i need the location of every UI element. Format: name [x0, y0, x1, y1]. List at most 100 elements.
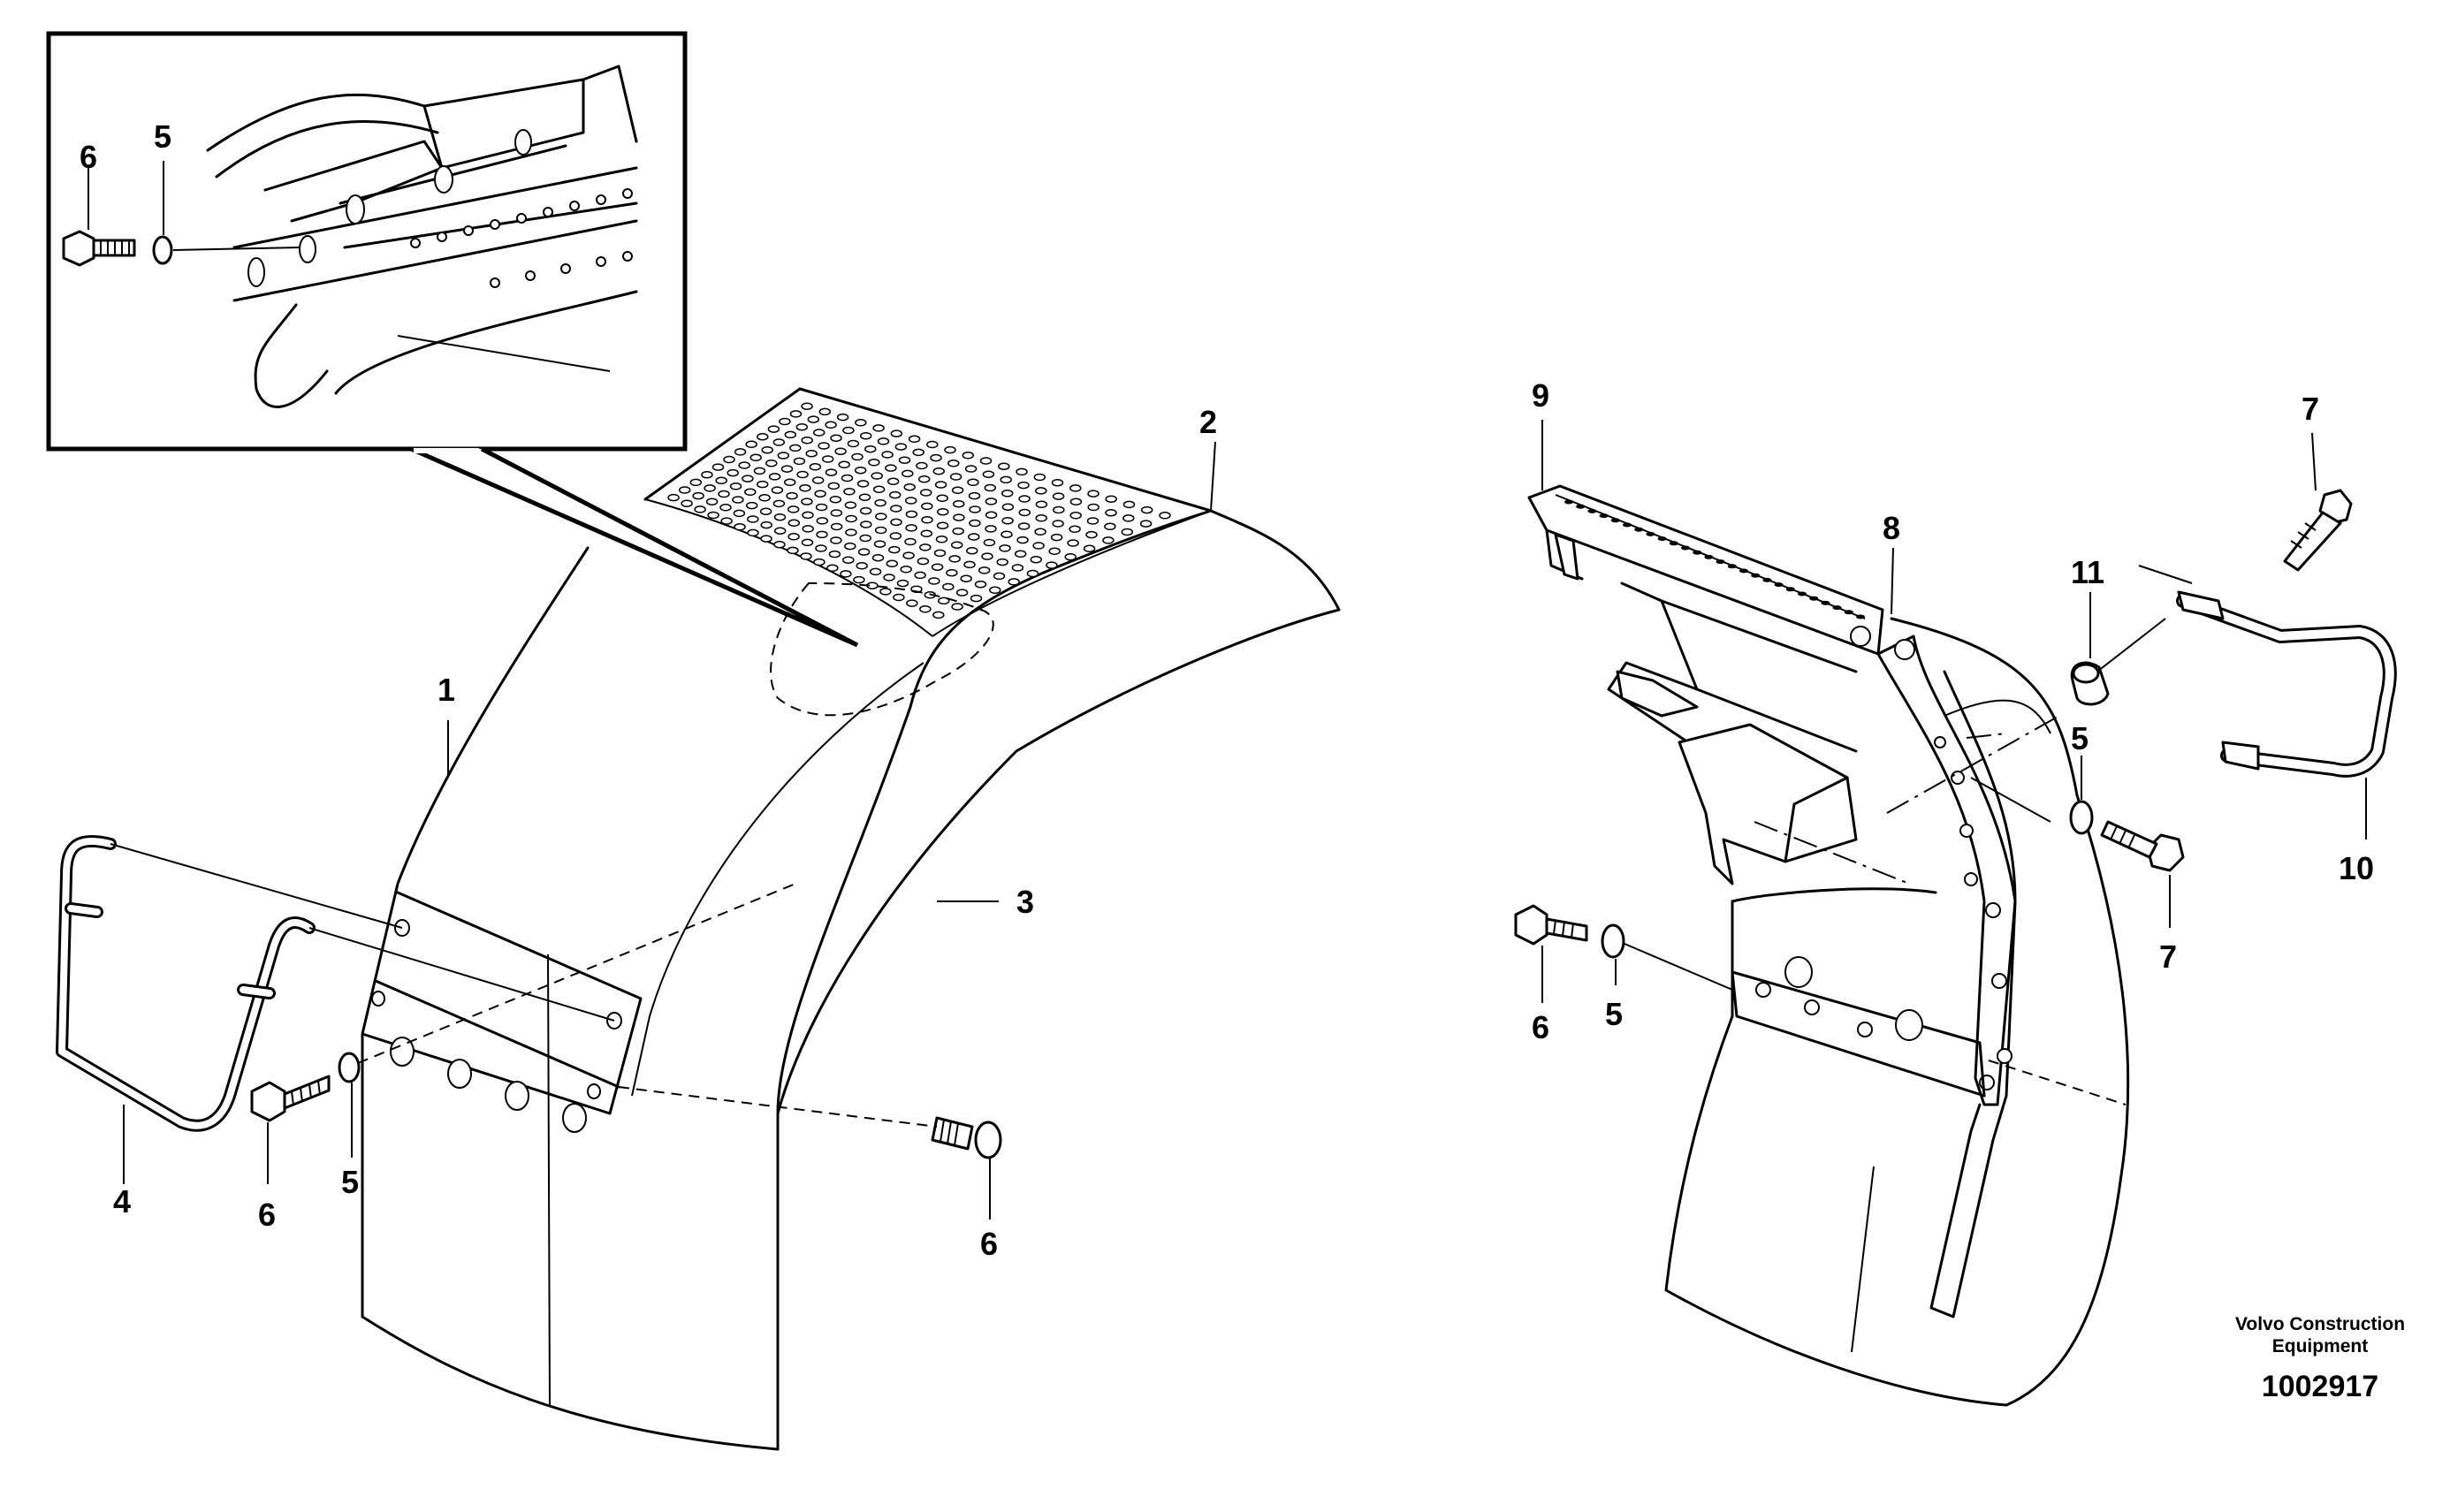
tread-dot: [930, 453, 942, 462]
tread-dot: [836, 413, 849, 422]
tread-dot: [829, 495, 842, 504]
tread-dot: [864, 444, 877, 453]
tread-dot: [811, 476, 825, 484]
tread-dot: [825, 421, 837, 429]
tread-dot: [1087, 503, 1099, 512]
tread-dot: [733, 509, 746, 518]
tread-dot: [802, 525, 814, 533]
tread-dot: [816, 517, 829, 525]
tread-dot: [834, 447, 847, 455]
tread-dot: [872, 424, 885, 432]
tread-dot: [874, 498, 886, 507]
tread-dot: [949, 473, 962, 481]
callout-2: 2: [1199, 404, 1217, 440]
tread-dot: [821, 455, 834, 463]
tread-dot: [1032, 542, 1045, 550]
tread-dot: [993, 572, 1006, 581]
tread-dot: [962, 452, 975, 460]
tread-dot: [793, 457, 806, 466]
tread-dot: [855, 419, 867, 427]
tread-dot: [1026, 569, 1039, 578]
tread-dot: [779, 417, 791, 426]
tread-dot: [816, 530, 828, 539]
step-tread-dot: [1821, 600, 1830, 605]
step-tread-dot: [1798, 591, 1807, 596]
tread-dot: [868, 459, 880, 467]
tread-dot: [905, 524, 917, 532]
tread-dot: [789, 444, 802, 452]
tread-dot: [953, 513, 965, 521]
tread-dot: [1001, 490, 1014, 498]
tread-dot: [760, 535, 772, 543]
tread-dot: [944, 445, 956, 454]
tread-dot: [942, 582, 955, 591]
tread-dot: [799, 484, 811, 492]
tread-dot: [838, 460, 850, 469]
inset-hole-row: [410, 188, 633, 288]
callout-6-left: 6: [258, 1197, 276, 1233]
tread-dot: [758, 494, 771, 502]
tread-dot: [1104, 522, 1116, 531]
tread-dot: [978, 566, 991, 574]
tread-dot: [859, 431, 872, 440]
tread-dot: [856, 480, 870, 488]
tread-dot: [979, 457, 993, 465]
tread-dot: [1139, 520, 1153, 528]
callout-9: 9: [1532, 377, 1549, 414]
detail-inset: 6 5: [46, 31, 859, 648]
tread-dot: [1105, 495, 1117, 503]
tread-dot: [874, 526, 887, 535]
left-bolt-icon: [250, 1075, 331, 1122]
callout-11: 11: [2071, 554, 2104, 590]
callout-4: 4: [113, 1183, 131, 1219]
tread-dot: [983, 538, 996, 547]
tread-dot: [826, 564, 839, 573]
tread-dot: [789, 410, 803, 418]
grab-handle-icon: [56, 834, 316, 1132]
tread-dot: [1035, 487, 1047, 495]
tread-dot: [1122, 514, 1135, 522]
tread-dot: [1053, 505, 1065, 514]
tread-dot: [858, 493, 871, 501]
tread-dot: [1087, 490, 1099, 498]
tread-dot: [1017, 522, 1031, 530]
tread-dot: [787, 546, 799, 555]
inset-bolt-icon: [62, 230, 136, 267]
tread-dot: [1000, 475, 1012, 484]
tread-dot: [801, 436, 813, 444]
tread-dot: [845, 528, 857, 536]
tread-dot: [1051, 478, 1064, 487]
tread-dot: [787, 505, 800, 513]
step-tread-dot: [1646, 531, 1655, 536]
tread-dot: [1001, 516, 1014, 525]
tread-dot: [747, 515, 759, 523]
step-tread-dot: [1856, 614, 1865, 619]
tread-dot: [955, 589, 969, 596]
tread-dot: [964, 465, 978, 473]
tread-dot: [872, 485, 886, 494]
step-tread-dot: [1669, 541, 1678, 546]
inset-callout-5: 5: [154, 118, 171, 155]
tread-dot: [985, 525, 997, 533]
tread-dot: [847, 439, 860, 448]
tread-dot: [885, 464, 897, 472]
tread-dot: [906, 599, 918, 607]
tread-dot: [813, 558, 826, 566]
tread-dot: [917, 475, 931, 483]
tread-dot: [1018, 495, 1031, 503]
step-tread-dot: [1704, 554, 1714, 559]
tread-dot: [968, 491, 981, 500]
tread-dot: [734, 448, 747, 456]
callout-5-right-b: 5: [1605, 996, 1623, 1032]
tread-dot: [1069, 512, 1082, 520]
tread-dot: [974, 580, 987, 589]
drawing-number: 1002917: [2262, 1370, 2378, 1403]
tread-dot: [890, 429, 903, 437]
tread-dot: [914, 571, 926, 580]
tread-dot: [926, 440, 939, 449]
tread-dot: [968, 533, 980, 541]
tread-dot: [777, 452, 790, 460]
callout-6-right-bolt: 6: [980, 1226, 998, 1262]
tread-dot: [692, 491, 704, 500]
step-tread-dot: [1785, 587, 1795, 592]
